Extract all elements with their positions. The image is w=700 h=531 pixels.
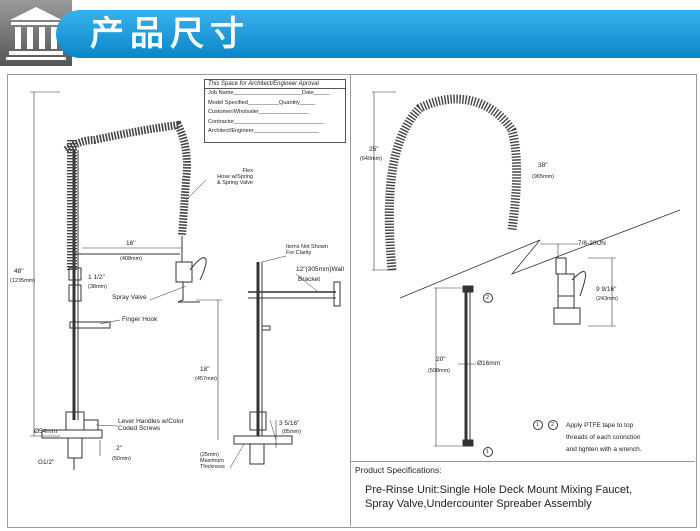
circle-1-label: 1: [486, 449, 490, 455]
thread-g12-label: G1/2": [38, 459, 55, 466]
wall-bracket-size-label: 12"(305mm)Wall: [296, 266, 344, 273]
pipe-size-label: 1 1/2": [88, 274, 105, 281]
specs-line-1: Pre-Rinse Unit:Single Hole Deck Mount Mi…: [365, 484, 633, 496]
approval-row: Job Name______________________Date_____: [208, 90, 330, 96]
specs-label: Product Specifications:: [355, 465, 442, 475]
size-2-mm-label: (50mm): [112, 456, 131, 462]
finger-hook-label: Finger Hook: [122, 316, 158, 323]
product-specifications: Product Specifications: Pre-Rinse Unit:S…: [351, 461, 695, 527]
note-circle-1-label: 1: [536, 422, 540, 428]
specs-text: Pre-Rinse Unit:Single Hole Deck Mount Mi…: [365, 483, 632, 511]
reach-16-mm-label: (408mm): [120, 256, 143, 262]
approval-row: Architect/Engineer_____________________: [208, 128, 320, 134]
approval-row: Customer/Wholsaler________________: [208, 109, 309, 115]
items-not-shown-label: Items Not Shown For Clarity: [286, 244, 328, 256]
wall-bracket-label: Bracket: [298, 276, 321, 283]
height-25-mm-label: (640mm): [360, 156, 383, 162]
height-48-label: 48": [14, 268, 24, 275]
approval-title: This Space for Architect/Engineer Aprova…: [205, 80, 345, 89]
specs-line-2: Spray Valve,Undercounter Spreaber Assemb…: [365, 498, 592, 510]
height-25-label: 25": [369, 146, 379, 153]
base-diameter-label: Ø54mm: [34, 428, 58, 435]
spray-valve-label: Spray Valve: [112, 294, 147, 301]
hose-38-mm-label: (965mm): [532, 174, 555, 180]
title-bar: [56, 10, 700, 58]
header-banner: 产品尺寸: [0, 0, 700, 66]
valve-9-mm-label: (243mm): [596, 296, 619, 302]
drawing-sheet: [7, 74, 697, 528]
depth-3-label: 3 5/16": [279, 420, 300, 427]
riser-20-label: 20": [436, 356, 446, 363]
reach-16-label: 16": [126, 240, 136, 247]
riser-20-mm-label: (508mm): [428, 368, 451, 374]
thread-78-label: 7/8-20UN: [578, 240, 606, 247]
hose-38-label: 38": [538, 162, 548, 169]
height-48-mm-label: (1235mm): [10, 278, 36, 284]
depth-3-mm-label: (85mm): [282, 429, 301, 435]
ptfe-note: Apply PTFE tape to top threads of each c…: [566, 422, 642, 453]
approval-box: This Space for Architect/Engineer Aprova…: [204, 79, 346, 143]
valve-9-label: 9 9/16": [596, 286, 617, 293]
left-panel-divider: [8, 74, 351, 526]
note-circle-2-label: 2: [551, 422, 555, 428]
circle-2-label: 2: [486, 295, 490, 301]
size-2-label: 2": [116, 445, 122, 452]
riser-diameter-label: Ø16mm: [477, 360, 501, 367]
pipe-size-mm-label: (38mm): [88, 284, 107, 290]
approval-row: Model Specified__________Quantity_____: [208, 99, 316, 106]
flex-hose-label: Flex Hose w/Spring & Spring Valve: [217, 168, 253, 186]
approval-row: Contractor_____________________________: [208, 118, 325, 125]
height-18-mm-label: (457mm): [195, 376, 218, 382]
max-thickness-label: (25mm) Maximum Thickness: [200, 452, 225, 470]
lever-handles-label: Lever Handles w/Color Coded Screws: [118, 418, 184, 432]
height-18-label: 18": [200, 366, 210, 373]
page-title: 产品尺寸: [90, 14, 250, 54]
